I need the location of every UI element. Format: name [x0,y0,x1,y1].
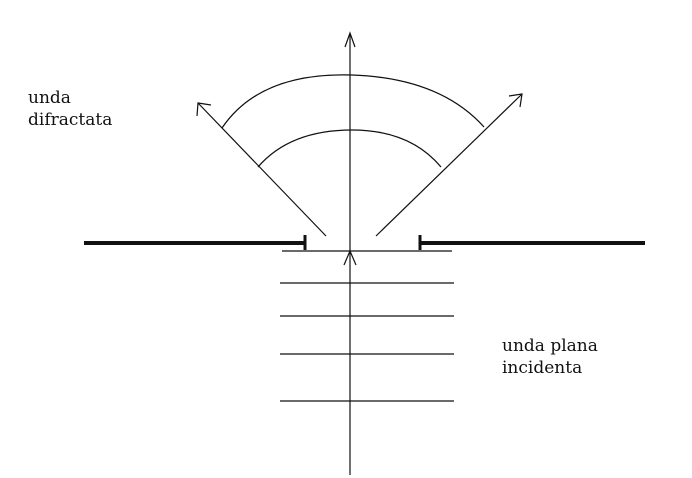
incident-wavefronts [280,250,454,402]
diffracted-wave-label-line2: difractata [28,110,113,130]
diffracted-wave-label-line1: unda [28,88,71,108]
barrier [84,235,645,250]
diffracted-wavefront-outer [221,74,485,129]
ray-right [375,93,523,237]
ray-left [197,102,327,237]
incident-wave-label-line1: unda plana [502,336,598,356]
ray-left-arrowhead [196,102,212,117]
ray-right-arrowhead [508,93,523,108]
incident-wave-label-line2: incidenta [502,358,583,378]
diffracted-wavefront-inner [257,129,442,168]
axis-arrowhead-top [344,31,356,48]
diffracted-wave-label: unda difractata [28,87,112,131]
incident-wave-label: unda plana incidenta [502,335,598,379]
